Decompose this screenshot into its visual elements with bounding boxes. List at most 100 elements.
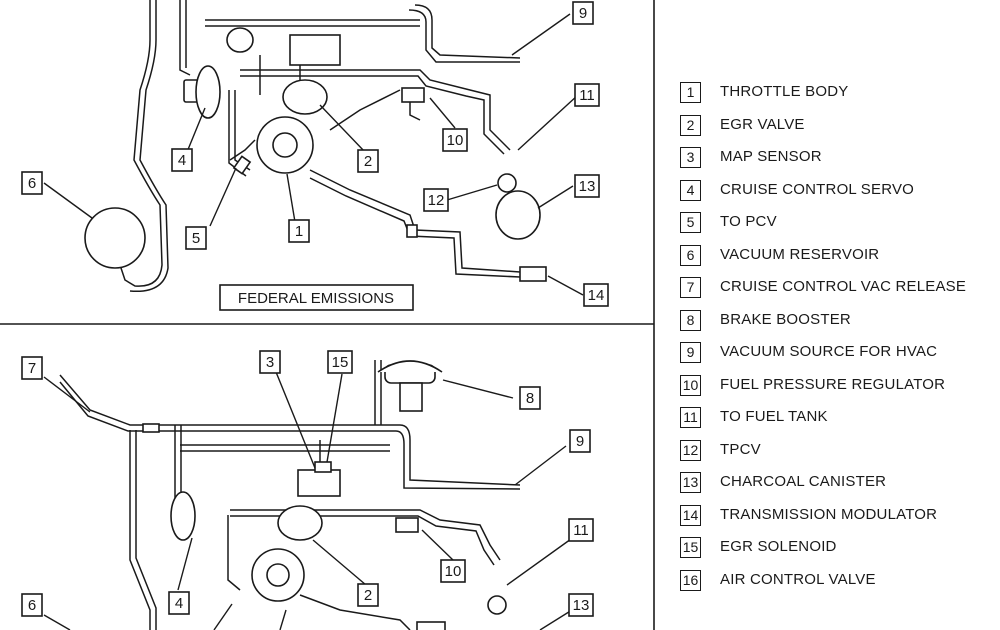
callout-box — [357, 149, 379, 173]
leader-line — [547, 275, 584, 296]
brake-booster-dome — [377, 360, 443, 373]
callout-14: 14 — [583, 283, 609, 307]
tpcv — [487, 595, 507, 615]
callout-box-partial — [416, 621, 446, 630]
callout-box — [442, 128, 468, 152]
legend-number: 11 — [680, 407, 701, 428]
leader-line — [446, 184, 498, 201]
leader-line — [213, 603, 233, 630]
callout-number: 10 — [445, 563, 462, 580]
callout-box — [327, 350, 353, 374]
legend-label: EGR SOLENOID — [720, 538, 837, 555]
legend-number: 5 — [680, 212, 701, 233]
callout-number: 15 — [332, 354, 349, 371]
legend-number: 10 — [680, 374, 701, 396]
callout-number: 10 — [447, 132, 464, 149]
callout-4: 4 — [171, 148, 193, 172]
booster-body — [399, 382, 423, 412]
hose — [129, 430, 151, 630]
callout-12: 12 — [423, 188, 449, 212]
callout-box — [423, 188, 449, 212]
leader-line — [539, 609, 573, 630]
callout-number: 11 — [573, 522, 589, 539]
callout-number: 14 — [588, 287, 605, 304]
callout-number: 9 — [579, 5, 587, 22]
callout-box — [168, 591, 190, 615]
callout-number: 11 — [579, 87, 595, 104]
callout-box — [21, 356, 43, 380]
legend-label: CRUISE CONTROL SERVO — [720, 180, 915, 198]
legend-number: 14 — [680, 504, 701, 526]
callout-13: 13 — [568, 593, 594, 617]
callout-2: 2 — [357, 583, 379, 607]
legend-row: 10 FUEL PRESSURE REGULATOR — [680, 373, 995, 406]
callout-number: 8 — [526, 390, 534, 407]
legend-label: BRAKE BOOSTER — [720, 310, 851, 328]
leader-line — [312, 539, 367, 586]
leader-line — [286, 173, 296, 223]
leader-line — [177, 537, 193, 591]
callout-box — [519, 386, 541, 410]
legend-label: TO FUEL TANK — [720, 408, 828, 425]
callout-box — [574, 174, 600, 198]
throttle-fitting — [226, 27, 254, 53]
legend-label: THROTTLE BODY — [720, 83, 849, 100]
legend-number: 7 — [680, 277, 701, 298]
callout-box — [568, 518, 594, 542]
callout-2: 2 — [357, 149, 379, 173]
leader-line — [511, 13, 571, 56]
leader-line — [43, 376, 91, 413]
legend-label: AIR CONTROL VALVE — [720, 570, 876, 588]
legend-number: 3 — [680, 147, 701, 168]
callout-number: 4 — [178, 152, 186, 169]
callout-box — [569, 429, 591, 453]
hose — [135, 430, 157, 630]
legend-label: TO PCV — [720, 213, 777, 230]
fuel-pressure-regulator — [395, 517, 419, 533]
callout-number: 5 — [192, 230, 200, 247]
legend-label: FUEL PRESSURE REGULATOR — [720, 375, 946, 393]
legend-number: 13 — [680, 472, 701, 493]
egr-valve — [282, 79, 328, 115]
callout-box — [572, 1, 594, 25]
federal-emissions-label: FEDERAL EMISSIONS — [238, 290, 394, 307]
hose — [329, 89, 401, 131]
transmission-modulator — [519, 266, 547, 282]
hose — [309, 169, 521, 273]
leader-line — [279, 609, 287, 630]
callout-box — [185, 226, 207, 250]
leader-line — [514, 445, 567, 486]
egr-valve — [277, 505, 323, 541]
bottom-panel — [43, 360, 579, 630]
callout-9: 9 — [569, 429, 591, 453]
leader-line — [537, 185, 574, 209]
hose — [59, 381, 521, 490]
legend-label: TRANSMISSION MODULATOR — [720, 505, 938, 523]
callout-8: 8 — [519, 386, 541, 410]
callout-10: 10 — [442, 128, 468, 152]
legend-row: 5 TO PCV — [680, 210, 995, 243]
legend-row: 13 CHARCOAL CANISTER — [680, 470, 995, 503]
leader-line — [209, 167, 237, 227]
callout-number: 4 — [175, 595, 183, 612]
legend-label: MAP SENSOR — [720, 148, 822, 165]
leader-line — [421, 529, 454, 561]
legend-label: CHARCOAL CANISTER — [720, 473, 887, 490]
leader-line — [429, 97, 456, 129]
callout-box — [574, 83, 600, 107]
callout-6: 6 — [21, 171, 43, 195]
leader-line — [186, 107, 206, 153]
hose — [179, 0, 191, 76]
leader-line — [319, 104, 366, 153]
egr-solenoid — [314, 461, 332, 473]
callout-3: 3 — [259, 350, 281, 374]
callout-number: 6 — [28, 175, 36, 192]
callout-number: 2 — [364, 587, 372, 604]
